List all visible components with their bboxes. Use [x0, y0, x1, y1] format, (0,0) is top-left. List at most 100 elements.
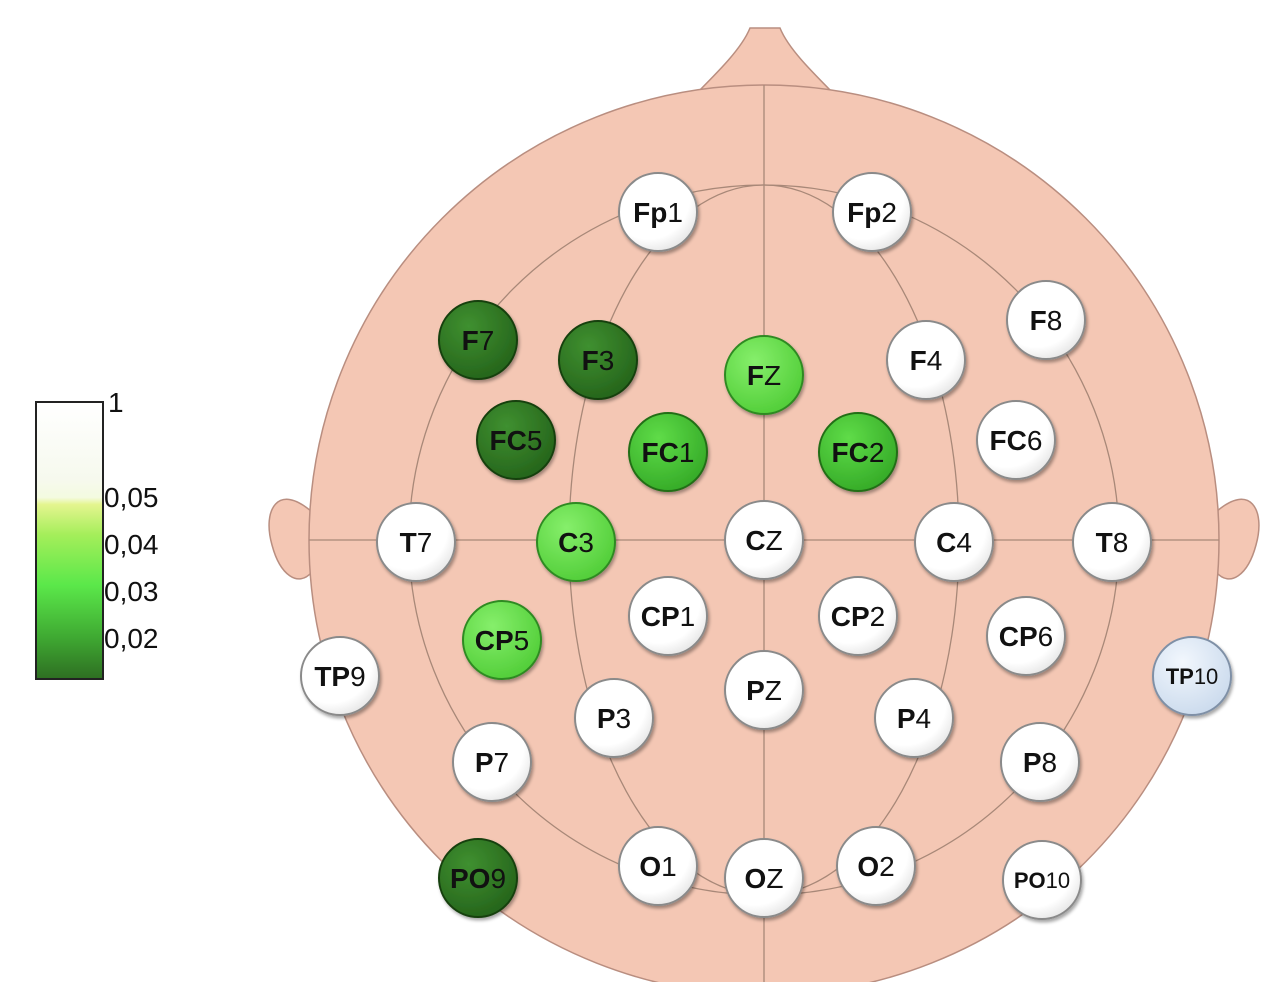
- electrode-disc: [618, 172, 698, 252]
- electrode-disc: [818, 412, 898, 492]
- electrode-label: CP6: [999, 621, 1053, 652]
- electrode-label: Fp2: [847, 197, 897, 228]
- color-scale-tick-label: 0,04: [104, 529, 159, 560]
- electrode-cp5: CP5: [462, 600, 542, 680]
- electrode-fp2: Fp2: [832, 172, 912, 252]
- electrode-label: PO10: [1014, 868, 1070, 893]
- electrode-label: P4: [897, 703, 931, 734]
- electrode-label: C4: [936, 527, 972, 558]
- electrode-disc: [628, 576, 708, 656]
- electrode-disc: [376, 502, 456, 582]
- electrode-label: F8: [1030, 305, 1063, 336]
- electrode-f7: F7: [438, 300, 518, 380]
- electrode-cp6: CP6: [986, 596, 1066, 676]
- electrode-label: TP9: [314, 661, 365, 692]
- electrode-p7: P7: [452, 722, 532, 802]
- electrode-p8: P8: [1000, 722, 1080, 802]
- electrode-disc: [886, 320, 966, 400]
- electrode-label: P7: [475, 747, 509, 778]
- electrode-p3: P3: [574, 678, 654, 758]
- electrode-disc: [724, 500, 804, 580]
- electrode-disc: [914, 502, 994, 582]
- color-scale: 1 0,05 0,04 0,03 0,02: [35, 387, 159, 680]
- electrode-label: OZ: [745, 863, 784, 894]
- electrode-label: CP1: [641, 601, 695, 632]
- electrode-cz: CZ: [724, 500, 804, 580]
- electrode-label: Fp1: [633, 197, 683, 228]
- electrode-disc: [1002, 840, 1082, 920]
- electrode-disc: [438, 300, 518, 380]
- electrode-disc: [1006, 280, 1086, 360]
- electrode-disc: [724, 838, 804, 918]
- electrode-c3: C3: [536, 502, 616, 582]
- electrode-fc2: FC2: [818, 412, 898, 492]
- electrode-disc: [724, 335, 804, 415]
- electrode-label: CZ: [745, 525, 782, 556]
- electrode-f3: F3: [558, 320, 638, 400]
- electrode-label: FZ: [747, 360, 781, 391]
- electrode-disc: [462, 600, 542, 680]
- electrode-disc: [452, 722, 532, 802]
- electrode-po9: PO9: [438, 838, 518, 918]
- electrode-oz: OZ: [724, 838, 804, 918]
- electrode-disc: [438, 838, 518, 918]
- nose: [688, 27, 842, 101]
- electrode-label: FC1: [642, 437, 695, 468]
- electrode-disc: [476, 400, 556, 480]
- electrode-label: T8: [1096, 527, 1129, 558]
- electrode-cp1: CP1: [628, 576, 708, 656]
- electrode-disc: [818, 576, 898, 656]
- electrode-t7: T7: [376, 502, 456, 582]
- electrode-fc5: FC5: [476, 400, 556, 480]
- electrode-disc: [836, 826, 916, 906]
- electrode-cp2: CP2: [818, 576, 898, 656]
- electrode-label: F3: [582, 345, 615, 376]
- electrode-label: C3: [558, 527, 594, 558]
- electrode-label: O1: [639, 851, 676, 882]
- electrode-c4: C4: [914, 502, 994, 582]
- electrode-t8: T8: [1072, 502, 1152, 582]
- electrode-label: PZ: [746, 675, 782, 706]
- electrode-disc: [874, 678, 954, 758]
- electrode-disc: [536, 502, 616, 582]
- electrode-p4: P4: [874, 678, 954, 758]
- electrode-label: P8: [1023, 747, 1057, 778]
- electrode-po10: PO10: [1002, 840, 1082, 920]
- electrode-disc: [986, 596, 1066, 676]
- electrode-disc: [558, 320, 638, 400]
- electrode-disc: [574, 678, 654, 758]
- right-ear: [1215, 498, 1260, 580]
- left-ear: [268, 498, 313, 580]
- electrode-tp10: TP10: [1152, 636, 1232, 716]
- electrode-label: F7: [462, 325, 495, 356]
- electrode-f4: F4: [886, 320, 966, 400]
- electrode-label: FC2: [832, 437, 885, 468]
- electrode-label: T7: [400, 527, 433, 558]
- electrode-disc: [832, 172, 912, 252]
- electrode-disc: [300, 636, 380, 716]
- electrode-disc: [628, 412, 708, 492]
- electrode-fp1: Fp1: [618, 172, 698, 252]
- electrode-label: CP5: [475, 625, 529, 656]
- electrode-label: PO9: [450, 863, 506, 894]
- color-scale-tick-label: 0,02: [104, 623, 159, 654]
- electrode-tp9: TP9: [300, 636, 380, 716]
- electrode-disc: [976, 400, 1056, 480]
- electrode-fc6: FC6: [976, 400, 1056, 480]
- electrode-disc: [618, 826, 698, 906]
- electrode-fc1: FC1: [628, 412, 708, 492]
- electrode-label: CP2: [831, 601, 885, 632]
- color-scale-bar: [35, 401, 104, 680]
- electrode-pz: PZ: [724, 650, 804, 730]
- electrode-disc: [1000, 722, 1080, 802]
- electrode-label: FC5: [490, 425, 543, 456]
- electrode-label: F4: [910, 345, 943, 376]
- electrode-label: P3: [597, 703, 631, 734]
- electrode-o1: O1: [618, 826, 698, 906]
- electrode-disc: [1072, 502, 1152, 582]
- electrode-o2: O2: [836, 826, 916, 906]
- electrode-fz: FZ: [724, 335, 804, 415]
- electrode-disc: [724, 650, 804, 730]
